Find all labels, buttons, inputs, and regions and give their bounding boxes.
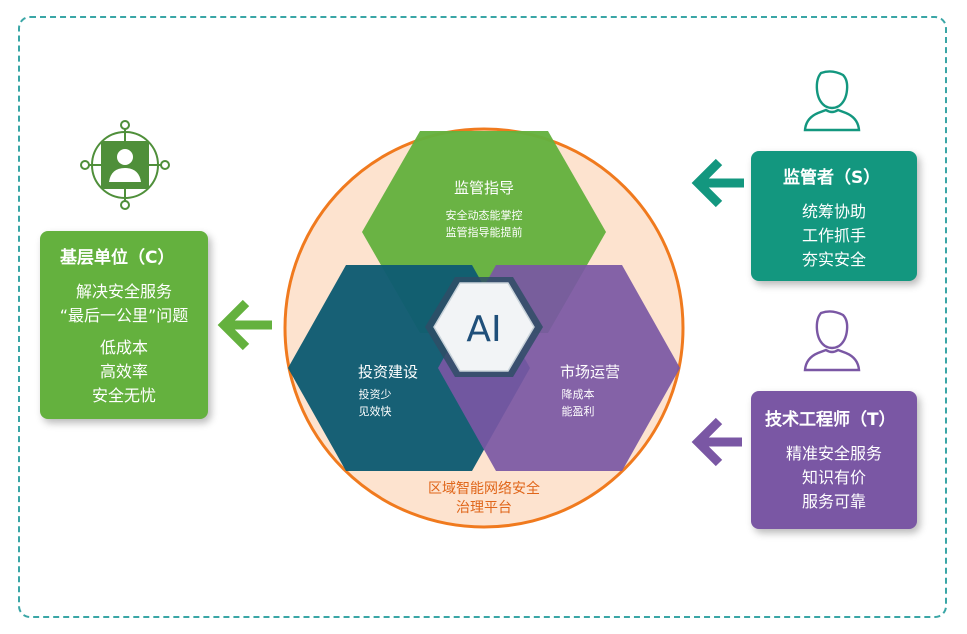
card-engineer: 技术工程师（T） 精准安全服务 知识有价 服务可靠 xyxy=(751,391,917,529)
hex-right-line-2: 能盈利 xyxy=(562,404,595,418)
card-s-title: 监管者（S） xyxy=(783,168,881,188)
card-c-title: 基层单位（C） xyxy=(60,248,175,268)
card-t-title: 技术工程师（T） xyxy=(765,410,896,430)
card-t-line-2: 知识有价 xyxy=(801,468,866,487)
ai-hex-inner xyxy=(433,282,535,372)
arrow-left-icon xyxy=(691,158,744,208)
card-c-line-4: 高效率 xyxy=(99,362,148,381)
arrow-left-icon xyxy=(691,417,742,467)
card-t-line-3: 服务可靠 xyxy=(801,492,866,511)
card-s-line-2: 工作抓手 xyxy=(801,226,866,245)
card-c-line-5: 安全无忧 xyxy=(91,386,156,405)
hex-left-line-1: 投资少 xyxy=(359,387,392,401)
card-s-line-1: 统筹协助 xyxy=(801,202,866,221)
platform-label-1: 区域智能网络安全 xyxy=(428,480,540,497)
hex-top-line-2: 监管指导能提前 xyxy=(446,225,523,239)
card-base-unit: 基层单位（C） 解决安全服务 “最后一公里”问题 低成本 高效率 安全无忧 xyxy=(40,231,208,419)
engineer-person-icon xyxy=(803,310,861,372)
card-c-line-2: “最后一公里”问题 xyxy=(59,306,189,325)
card-c-line-3: 低成本 xyxy=(99,338,148,357)
platform-label-2: 治理平台 xyxy=(456,500,512,516)
hex-left-title: 投资建设 xyxy=(358,363,418,381)
dashed-frame xyxy=(18,16,947,618)
arrow-left-icon xyxy=(217,299,272,351)
card-c-line-1: 解决安全服务 xyxy=(75,282,172,301)
hex-right-line-1: 降成本 xyxy=(562,387,595,401)
supervisor-person-icon xyxy=(803,70,861,132)
ai-label: AI xyxy=(466,309,501,350)
card-t-line-1: 精准安全服务 xyxy=(785,444,882,463)
hex-top-line-1: 安全动态能掌控 xyxy=(446,208,523,222)
user-network-icon xyxy=(80,120,170,210)
hex-left-line-2: 见效快 xyxy=(359,404,392,418)
hex-top-title: 监管指导 xyxy=(454,179,514,197)
hex-right-title: 市场运营 xyxy=(560,363,620,381)
card-s-line-3: 夯实安全 xyxy=(801,250,866,269)
card-supervisor: 监管者（S） 统筹协助 工作抓手 夯实安全 xyxy=(751,151,917,281)
